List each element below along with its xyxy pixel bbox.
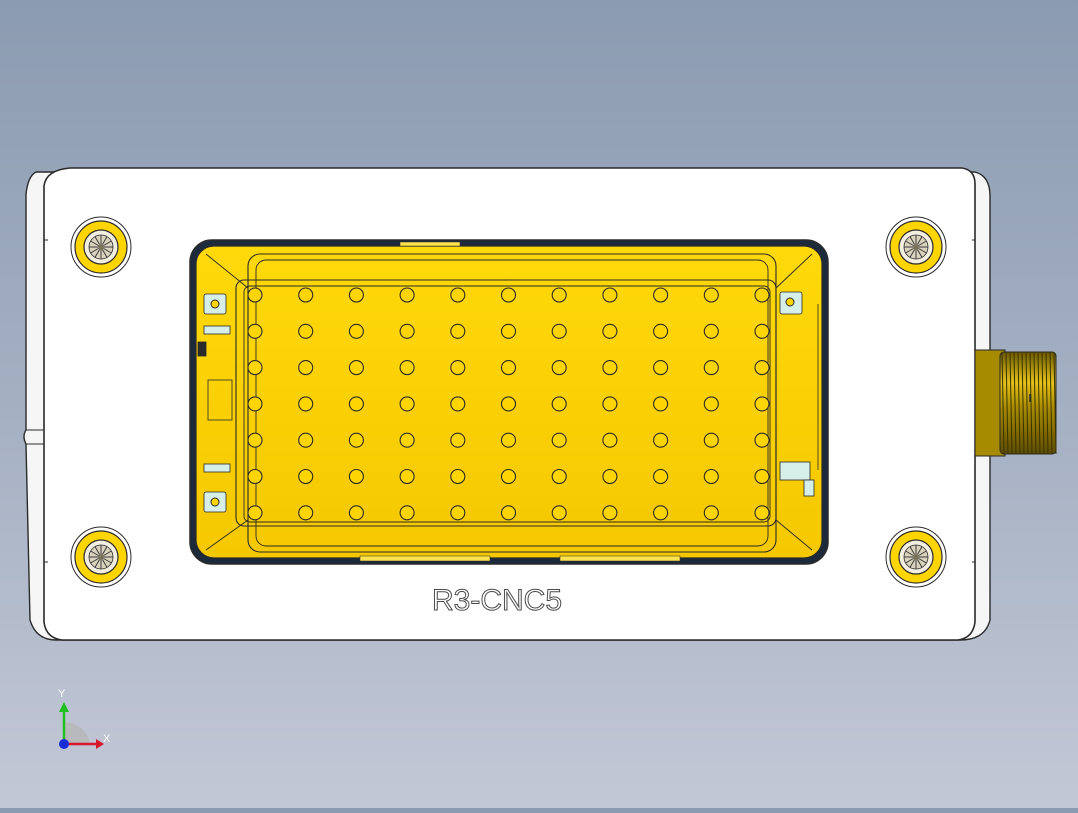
pin-hole[interactable] bbox=[348, 323, 364, 339]
pin-hole[interactable] bbox=[602, 432, 618, 448]
pin-hole[interactable] bbox=[653, 287, 669, 303]
thread-fitting[interactable] bbox=[974, 349, 1057, 457]
pin-hole[interactable] bbox=[298, 287, 314, 303]
pin-hole[interactable] bbox=[399, 505, 415, 521]
pin-hole[interactable] bbox=[602, 323, 618, 339]
pin-hole[interactable] bbox=[602, 468, 618, 485]
pin-hole[interactable] bbox=[450, 323, 466, 339]
screw-head-icon[interactable] bbox=[70, 216, 132, 278]
pin-hole[interactable] bbox=[653, 323, 669, 339]
part-label: R3-CNC5 bbox=[432, 584, 563, 618]
pin-hole[interactable] bbox=[754, 505, 770, 521]
pin-hole[interactable] bbox=[754, 360, 770, 376]
pin-hole[interactable] bbox=[450, 287, 466, 303]
pin-grid[interactable] bbox=[247, 287, 770, 521]
pin-hole[interactable] bbox=[247, 287, 263, 303]
pin-hole[interactable] bbox=[450, 396, 466, 412]
pin-hole[interactable] bbox=[399, 396, 415, 412]
pin-hole[interactable] bbox=[551, 323, 567, 339]
pin-hole[interactable] bbox=[703, 468, 719, 485]
pin-hole[interactable] bbox=[653, 396, 669, 412]
pin-hole[interactable] bbox=[298, 323, 314, 339]
pin-hole[interactable] bbox=[247, 396, 263, 412]
axis-triad-icon[interactable] bbox=[59, 702, 104, 749]
pin-hole[interactable] bbox=[602, 287, 618, 303]
pin-hole[interactable] bbox=[348, 396, 364, 412]
pin-hole[interactable] bbox=[551, 287, 567, 303]
pin-hole[interactable] bbox=[703, 505, 719, 521]
pin-hole[interactable] bbox=[399, 287, 415, 303]
pin-hole[interactable] bbox=[399, 360, 415, 376]
pin-hole[interactable] bbox=[247, 360, 263, 376]
pin-hole[interactable] bbox=[247, 432, 263, 448]
pin-hole[interactable] bbox=[450, 468, 466, 485]
pin-hole[interactable] bbox=[500, 323, 517, 339]
pin-hole[interactable] bbox=[551, 396, 567, 412]
pin-hole[interactable] bbox=[754, 396, 770, 412]
pin-hole[interactable] bbox=[348, 468, 364, 485]
screw-head-icon[interactable] bbox=[70, 526, 132, 588]
pin-hole[interactable] bbox=[500, 360, 517, 376]
pin-hole[interactable] bbox=[298, 396, 314, 412]
pin-hole[interactable] bbox=[754, 468, 770, 485]
pin-hole[interactable] bbox=[602, 396, 618, 412]
pin-hole[interactable] bbox=[399, 432, 415, 448]
axis-y-arrow bbox=[59, 702, 69, 712]
pin-hole[interactable] bbox=[653, 468, 669, 485]
axis-y-label: Y bbox=[58, 688, 66, 700]
pin-hole[interactable] bbox=[247, 505, 263, 521]
pin-hole[interactable] bbox=[348, 287, 364, 303]
pin-hole[interactable] bbox=[247, 323, 263, 339]
pin-hole[interactable] bbox=[703, 287, 719, 303]
pin-hole[interactable] bbox=[602, 505, 618, 521]
pin-hole[interactable] bbox=[450, 432, 466, 448]
pin-hole[interactable] bbox=[653, 360, 669, 376]
mounting-screws[interactable] bbox=[70, 216, 947, 588]
pin-hole[interactable] bbox=[399, 468, 415, 485]
pin-hole[interactable] bbox=[298, 468, 314, 485]
pin-hole[interactable] bbox=[450, 505, 466, 521]
pin-hole[interactable] bbox=[348, 360, 364, 376]
pin-hole[interactable] bbox=[298, 505, 314, 521]
pin-hole[interactable] bbox=[754, 323, 770, 339]
pin-hole[interactable] bbox=[551, 360, 567, 376]
screw-head-icon[interactable] bbox=[885, 526, 947, 588]
axis-x-label: X bbox=[103, 733, 111, 745]
pin-hole[interactable] bbox=[500, 396, 517, 412]
pin-hole[interactable] bbox=[754, 287, 770, 303]
pin-hole[interactable] bbox=[247, 468, 263, 485]
pin-hole[interactable] bbox=[653, 505, 669, 521]
axis-z-dot bbox=[59, 739, 69, 749]
pin-hole[interactable] bbox=[703, 432, 719, 448]
pin-hole[interactable] bbox=[399, 323, 415, 339]
pin-hole[interactable] bbox=[348, 432, 364, 448]
screw-head-icon[interactable] bbox=[885, 216, 947, 278]
pin-hole[interactable] bbox=[653, 432, 669, 448]
pin-hole[interactable] bbox=[450, 360, 466, 376]
axis-x-arrow bbox=[96, 739, 104, 749]
pin-hole[interactable] bbox=[298, 432, 314, 448]
pin-hole[interactable] bbox=[703, 360, 719, 376]
pin-hole[interactable] bbox=[551, 468, 567, 485]
pin-hole[interactable] bbox=[551, 505, 567, 521]
pin-hole[interactable] bbox=[500, 287, 517, 303]
connector-cavity[interactable] bbox=[189, 239, 829, 565]
pin-hole[interactable] bbox=[298, 360, 314, 376]
pin-hole[interactable] bbox=[551, 432, 567, 448]
right-latch bbox=[779, 291, 819, 497]
pin-hole[interactable] bbox=[500, 505, 517, 521]
pin-hole[interactable] bbox=[602, 360, 618, 376]
pin-hole[interactable] bbox=[703, 396, 719, 412]
pin-hole[interactable] bbox=[348, 505, 364, 521]
pin-hole[interactable] bbox=[754, 432, 770, 448]
pin-hole[interactable] bbox=[500, 468, 517, 485]
pin-hole[interactable] bbox=[500, 432, 517, 448]
pin-hole[interactable] bbox=[703, 323, 719, 339]
